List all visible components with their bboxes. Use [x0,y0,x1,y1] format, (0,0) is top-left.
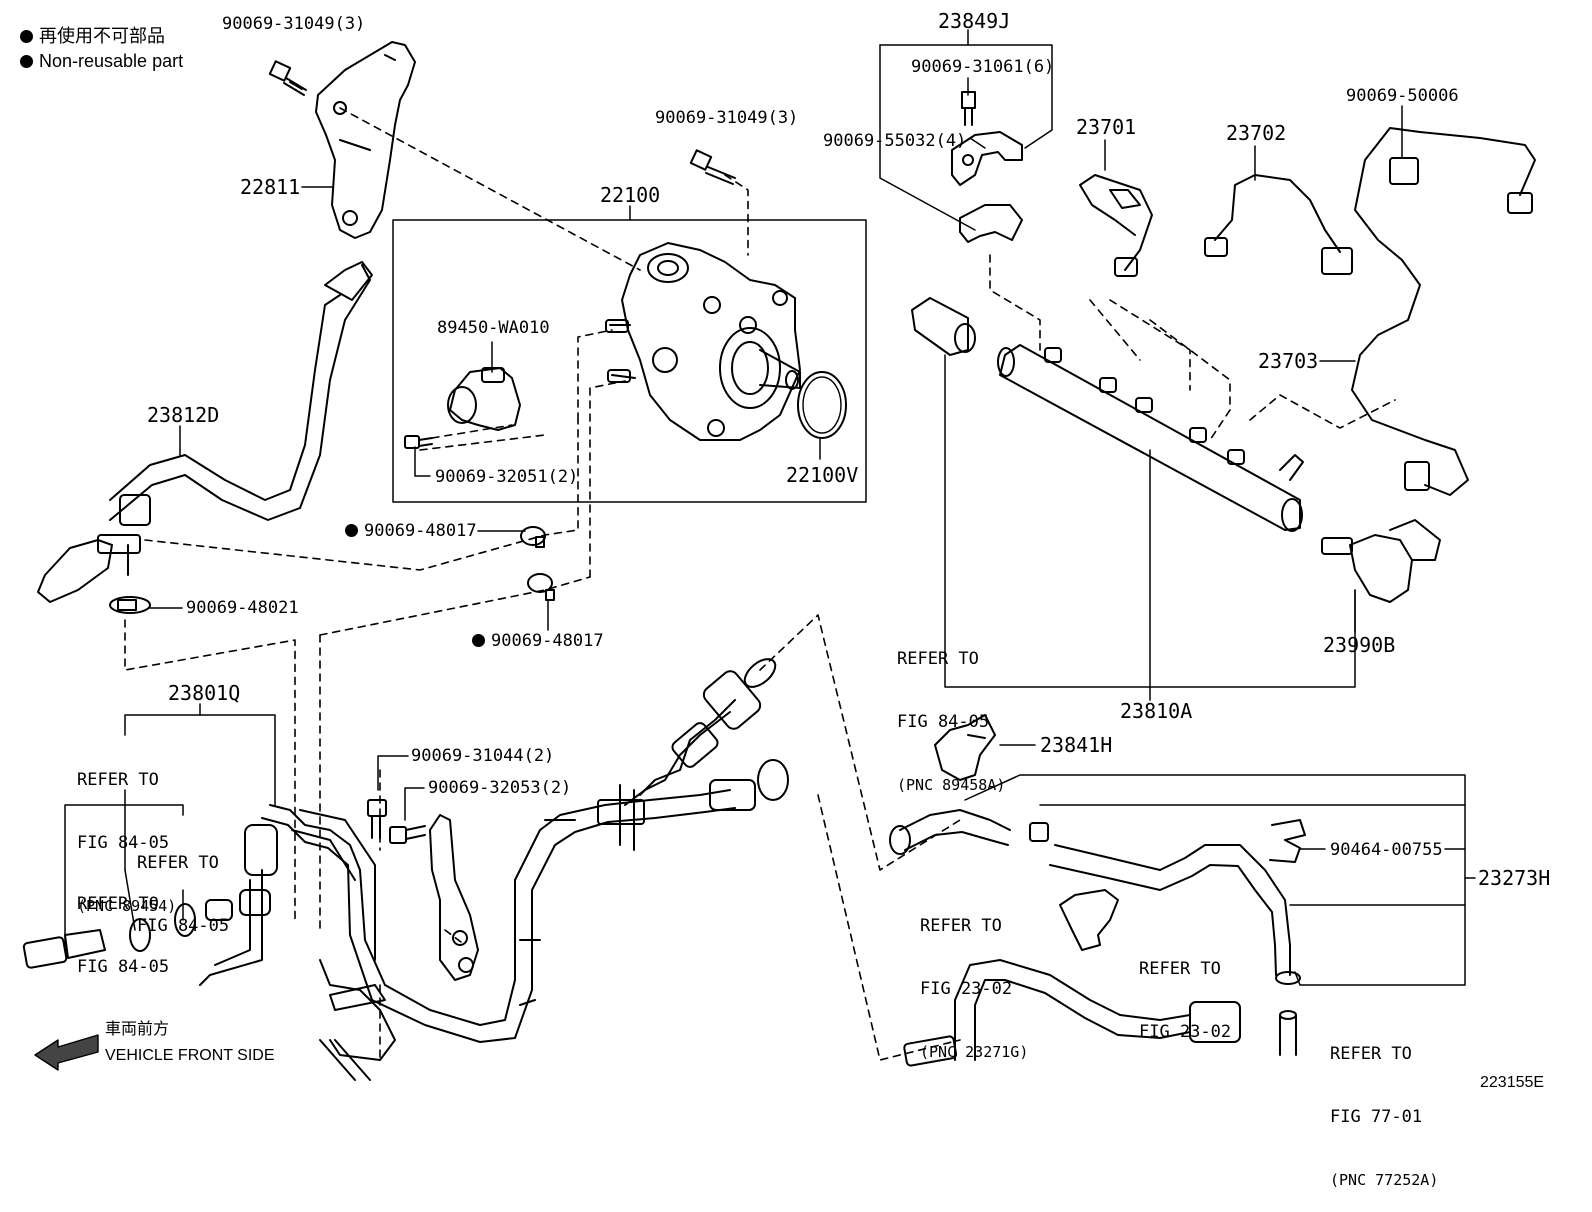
refer-fig: FIG 84-05 [137,916,230,936]
label-22811[interactable]: 22811 [240,175,301,199]
figure-id: 223155E [1480,1074,1545,1091]
direction-jp: 車両前方 [105,1021,170,1038]
clamp-90069-48017-b [527,573,555,601]
refer-line: REFER TO [77,894,159,914]
label-90069-31061[interactable]: 90069-31061(6) [911,57,1055,77]
pipe-23702 [1204,174,1353,275]
refer-fig: FIG 23-02 [1139,1022,1232,1042]
bracket-23841H [934,714,996,781]
label-90069-48017-b[interactable]: 90069-48017 [472,631,604,651]
label-23701[interactable]: 23701 [1076,115,1137,139]
hose-23812D [37,261,373,603]
bracket-bottom-middle [429,814,479,981]
label-90069-55032[interactable]: 90069-55032(4) [823,131,967,151]
sensor-23990B [1321,519,1441,603]
clamp-23849J [951,91,1023,243]
bolt-90069-31049-a [268,60,307,96]
refer-fig: FIG 23-02 [920,979,1013,999]
leader-lines [64,29,1476,986]
refer-line: REFER TO [897,649,979,669]
label-90069-32051[interactable]: 90069-32051(2) [435,467,579,487]
refer-fig-84-05-89458A[interactable]: REFER TO FIG 84-05 (PNC 89458A) [897,607,1005,817]
label-23849J[interactable]: 23849J [938,9,1011,33]
o-ring-22100V [797,371,847,439]
refer-fig: FIG 77-01 [1330,1107,1423,1127]
label-90069-31049-a[interactable]: 90069-31049(3) [222,14,366,34]
refer-pnc: (PNC 77252A) [1330,1171,1439,1189]
label-90069-50006[interactable]: 90069-50006 [1346,86,1459,106]
label-23812D[interactable]: 23812D [147,403,220,427]
bolt-90069-32053 [389,825,426,844]
clip-refer-23-02 [1059,889,1119,951]
hose-assembly-23801Q [199,658,789,1081]
non-reusable-dot-icon [472,634,485,647]
bolt-90069-32051 [404,424,513,449]
label-22100V[interactable]: 22100V [786,463,859,487]
refer-pnc: (PNC 89458A) [897,776,1006,794]
parts-diagram: 再使用不可部品 Non-reusable part 90069-31049(3)… [20,9,1551,1189]
sensor-bottom-left [22,903,196,969]
legend-en: Non-reusable part [20,51,183,71]
refer-line: REFER TO [137,853,219,873]
legend-jp: 再使用不可部品 [20,26,165,46]
pipe-23703 [1351,127,1536,496]
refer-fig-77-01-77252A[interactable]: REFER TO FIG 77-01 (PNC 77252A) [1330,1002,1438,1212]
refer-fig-84-05-upper[interactable]: REFER TO FIG 84-05 [137,811,229,958]
refer-line: REFER TO [1139,959,1221,979]
refer-fig: FIG 84-05 [77,833,170,853]
refer-fig: FIG 84-05 [897,712,990,732]
non-reusable-dot-icon [20,55,33,68]
non-reusable-dot-icon [20,30,33,43]
pipe-23701 [1079,174,1153,277]
refer-fig-23-02[interactable]: REFER TO FIG 23-02 [1139,917,1231,1064]
fuel-rail-23810A [997,344,1304,532]
refer-line: REFER TO [1330,1044,1412,1064]
bolt-90069-31049-b [689,149,736,185]
refer-line: REFER TO [77,770,159,790]
label-89450-WA010[interactable]: 89450-WA010 [437,318,550,338]
clamp-90069-48021 [109,596,151,614]
label-23273H[interactable]: 23273H [1478,866,1551,890]
refer-fig-84-05-lower[interactable]: REFER TO FIG 84-05 [77,852,169,999]
hose-assembly-23273H [889,809,1306,1067]
refer-pnc: (PNC 89454) [77,897,177,915]
bracket-22811 [315,41,416,239]
label-23990B[interactable]: 23990B [1323,633,1396,657]
fuel-pump-22100 [605,242,801,441]
label-90464-00755[interactable]: 90464-00755 [1330,840,1443,860]
label-22100[interactable]: 22100 [600,183,661,207]
valve-89450-WA010 [447,367,521,431]
label-90069-48021[interactable]: 90069-48021 [186,598,299,618]
label-23702[interactable]: 23702 [1226,121,1287,145]
refer-pnc: (PNC 23271G) [920,1043,1029,1061]
label-90069-48017-a[interactable]: 90069-48017 [345,521,477,541]
label-23810A[interactable]: 23810A [1120,699,1193,723]
non-reusable-dot-icon [345,524,358,537]
diagram-artwork [22,29,1536,1081]
label-23801Q[interactable]: 23801Q [168,681,241,705]
front-direction-arrow [34,1034,99,1071]
clamp-90069-48017-a [520,526,546,548]
direction-en: VEHICLE FRONT SIDE [105,1047,275,1064]
label-90069-31049-b[interactable]: 90069-31049(3) [655,108,799,128]
rail-pressure-sensor [911,297,976,356]
label-90069-32053[interactable]: 90069-32053(2) [428,778,572,798]
label-23703[interactable]: 23703 [1258,349,1319,373]
label-23841H[interactable]: 23841H [1040,733,1113,757]
refer-fig-23-02-23271G[interactable]: REFER TO FIG 23-02 (PNC 23271G) [920,874,1028,1084]
refer-line: REFER TO [920,916,1002,936]
bolt-90069-31044 [367,799,387,839]
refer-fig-84-05-89454[interactable]: REFER TO FIG 84-05 (PNC 89454) [77,728,176,938]
refer-fig: FIG 84-05 [77,957,170,977]
label-90069-31044[interactable]: 90069-31044(2) [411,746,555,766]
